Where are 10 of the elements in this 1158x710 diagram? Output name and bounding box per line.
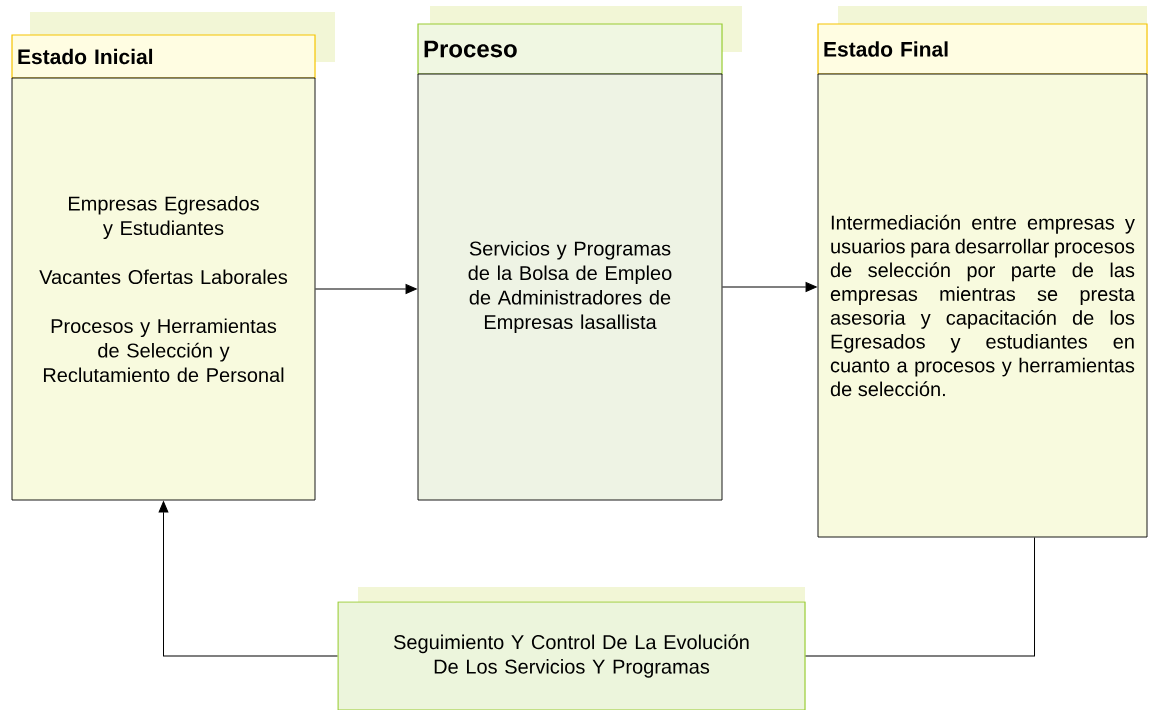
content-box: Empresas Egresados y Estudiantes Vacantes Ofertas Laborales Procesos y Herramientas de Selección y Reclutamiento de Personal — [11, 77, 316, 501]
arrow — [314, 284, 417, 294]
arrow — [158, 501, 338, 657]
header-box: Estado Final — [817, 23, 1148, 75]
header-box: Estado Inicial — [11, 34, 316, 79]
content-box: Intermediación entre empresas y usuarios para desarrollar procesos de selección por parte de las empresas mientras se presta asesoria y capacitación de los Egresados y estudiantes en cuanto a procesos y herramientas de selección. — [817, 73, 1148, 538]
process-box: Seguimiento Y Control De La Evolución De Los Servicios Y Programas — [337, 601, 806, 710]
arrow — [721, 282, 817, 292]
content-box: Servicios y Programas de la Bolsa de Empleo de Administradores de Empresas lasallista — [417, 73, 723, 501]
header-box: Proceso — [417, 23, 723, 75]
